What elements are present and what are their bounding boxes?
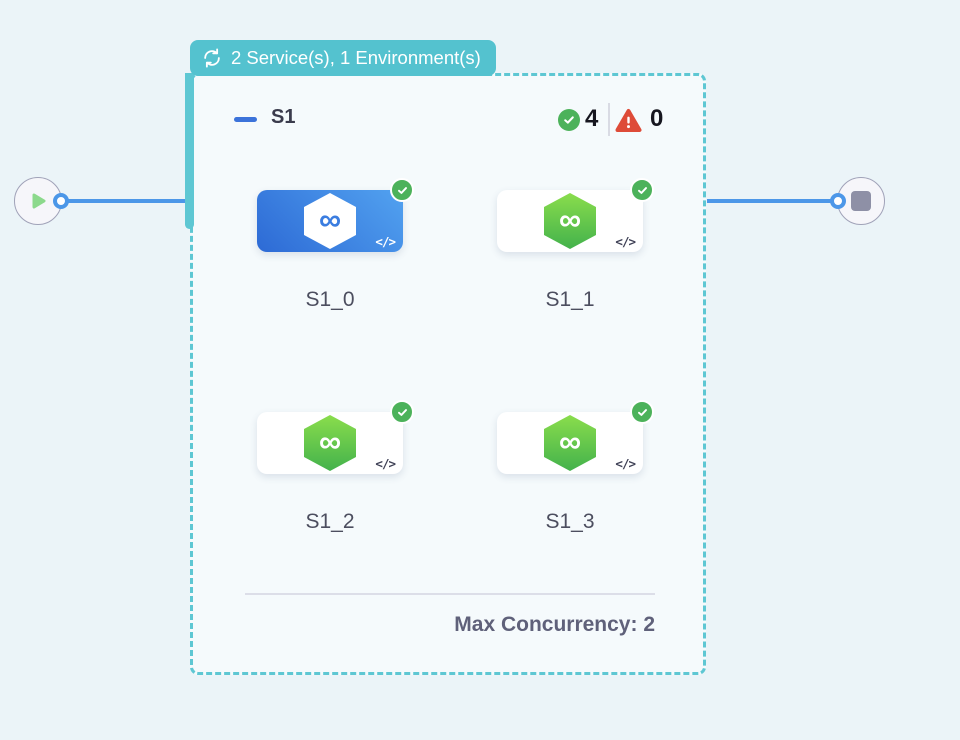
success-check-badge xyxy=(630,400,654,424)
service-cell: ∞ </> S1_3 xyxy=(497,400,654,562)
service-label: S1_2 xyxy=(305,510,355,533)
service-label: S1_1 xyxy=(545,288,595,311)
end-connector-port xyxy=(830,193,846,209)
loop-icon xyxy=(201,47,223,69)
play-icon xyxy=(28,191,48,211)
start-connector-port xyxy=(53,193,69,209)
service-label: S1_0 xyxy=(305,288,355,311)
service-hexagon-icon: ∞ xyxy=(304,415,356,471)
infinity-icon: ∞ xyxy=(318,424,342,459)
success-check-badge xyxy=(630,178,654,202)
service-card[interactable]: ∞ </> xyxy=(497,178,654,252)
footer-divider xyxy=(245,593,655,595)
service-label: S1_3 xyxy=(545,510,595,533)
status-separator xyxy=(608,103,610,136)
service-card[interactable]: ∞ </> xyxy=(497,400,654,474)
service-hexagon-icon: ∞ xyxy=(544,415,596,471)
failure-count: 0 xyxy=(650,105,664,132)
code-icon: </> xyxy=(375,234,396,249)
edge-stage-to-end xyxy=(707,199,833,203)
service-hexagon-icon: ∞ xyxy=(304,193,356,249)
service-card[interactable]: ∞ </> xyxy=(257,400,414,474)
success-check-icon xyxy=(558,109,580,131)
service-cell: ∞ </> S1_1 xyxy=(497,178,654,340)
service-card[interactable]: ∞ </> xyxy=(257,178,414,252)
success-count: 4 xyxy=(585,105,599,132)
max-concurrency-label: Max Concurrency: 2 xyxy=(454,613,655,636)
collapse-icon[interactable] xyxy=(234,117,257,122)
stage-accent-bar xyxy=(185,73,194,229)
stage-name: S1 xyxy=(271,106,296,128)
success-check-badge xyxy=(390,400,414,424)
infinity-icon: ∞ xyxy=(318,202,342,237)
stop-icon xyxy=(851,191,871,211)
stage-badge[interactable]: 2 Service(s), 1 Environment(s) xyxy=(190,40,496,76)
service-hexagon-icon: ∞ xyxy=(544,193,596,249)
infinity-icon: ∞ xyxy=(558,424,582,459)
code-icon: </> xyxy=(375,456,396,471)
stage-container[interactable] xyxy=(190,73,706,675)
stage-badge-label: 2 Service(s), 1 Environment(s) xyxy=(231,47,481,68)
service-cell: ∞ </> S1_0 xyxy=(257,178,414,340)
success-check-badge xyxy=(390,178,414,202)
failure-warning-icon xyxy=(615,108,642,138)
code-icon: </> xyxy=(615,234,636,249)
edge-start-to-stage xyxy=(61,199,187,203)
service-cell: ∞ </> S1_2 xyxy=(257,400,414,562)
infinity-icon: ∞ xyxy=(558,202,582,237)
code-icon: </> xyxy=(615,456,636,471)
